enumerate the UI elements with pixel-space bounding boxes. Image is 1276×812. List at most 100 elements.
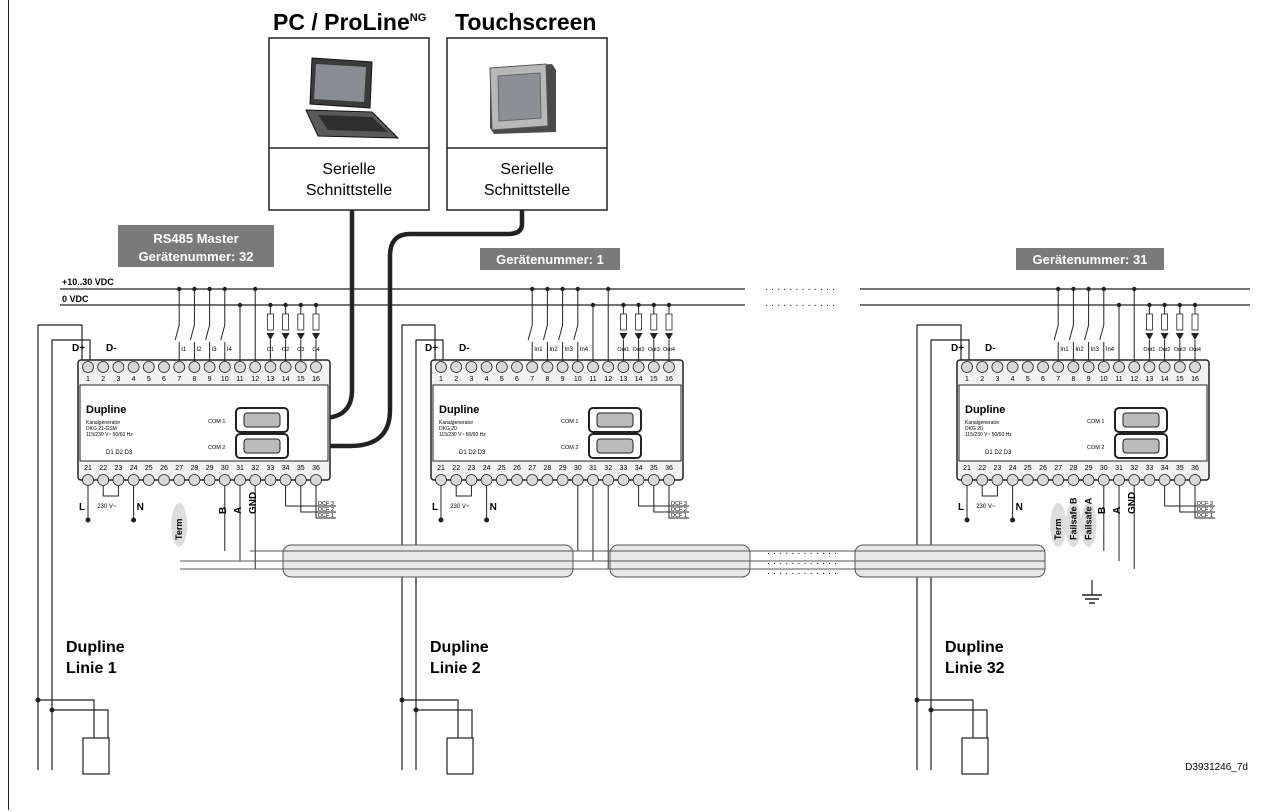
output-led-icon xyxy=(619,333,628,340)
load-wire xyxy=(402,699,459,738)
terminal-top-number: 6 xyxy=(515,376,519,383)
terminal-top-number: 4 xyxy=(1011,376,1015,383)
input-switch xyxy=(558,324,564,341)
dupline-line-title: Dupline xyxy=(66,639,125,656)
terminal-top xyxy=(234,361,246,373)
rs485-cable: · · · · · · · · · · · · · · · · · · · · … xyxy=(180,544,1046,579)
bus-label: B xyxy=(1097,507,1108,514)
terminal-top xyxy=(465,361,478,373)
terminal-bottom xyxy=(1097,474,1110,486)
terminal-top-number: 9 xyxy=(1087,376,1091,383)
load-wire xyxy=(416,709,473,738)
terminal-top xyxy=(647,361,660,373)
wire-junction xyxy=(1177,302,1183,308)
output-led-icon xyxy=(1191,333,1199,340)
terminal-top xyxy=(556,361,569,373)
terminal-bottom-number: 21 xyxy=(437,465,445,472)
terminal-bottom xyxy=(435,474,447,486)
terminal-top-number: 12 xyxy=(604,376,612,383)
input-switch xyxy=(527,324,533,341)
wire-junction xyxy=(606,286,611,292)
wire-junction xyxy=(313,302,319,308)
terminal-bottom xyxy=(142,474,155,486)
terminal-top xyxy=(1143,361,1156,373)
dcf-label: DCF 1 xyxy=(1197,513,1213,519)
terminal-bottom xyxy=(264,474,277,486)
terminal-top xyxy=(617,361,630,373)
touch-port-line2: Schnittstelle xyxy=(484,182,570,199)
wire-junction xyxy=(590,302,596,308)
cable-dots-3: · · · · · · · · · · · · xyxy=(767,568,838,579)
output-resistor xyxy=(1146,313,1153,331)
terminal-top xyxy=(112,361,125,373)
rail-dots-bottom: · · · · · · · · · · · · xyxy=(765,300,836,311)
terminal-bottom-number: 35 xyxy=(1176,465,1184,472)
output-label: Out4 xyxy=(663,347,675,353)
terminal-top-number: 7 xyxy=(530,376,534,383)
com2-connector xyxy=(1122,438,1160,454)
wire-junction xyxy=(1147,302,1152,308)
term-resistor-mark xyxy=(1065,503,1082,547)
dcf-label: DCF 2 xyxy=(1197,507,1213,513)
output-label: O3 xyxy=(297,347,304,353)
wire-junction xyxy=(575,286,580,292)
wire-junction xyxy=(636,302,641,308)
load-wire xyxy=(917,699,974,738)
terminal-bottom xyxy=(1067,474,1080,486)
cable-dots-1: · · · · · · · · · · · · xyxy=(767,548,838,559)
wire-junction xyxy=(298,302,303,308)
input-switch xyxy=(1084,324,1090,341)
tag-device-1: Gerätenummer: 1 xyxy=(480,248,620,270)
terminal-bottom-number: 31 xyxy=(1115,465,1123,472)
module-brand: Dupline xyxy=(965,404,1005,416)
terminal-bottom-number: 28 xyxy=(191,465,199,472)
terminal-bottom-number: 27 xyxy=(528,465,536,472)
load-device xyxy=(961,737,989,775)
terminal-top xyxy=(961,361,973,373)
terminal-bottom xyxy=(617,474,630,486)
cable-dots-2: · · · · · · · · · · · · xyxy=(767,558,838,569)
terminal-bottom xyxy=(1158,474,1171,486)
terminal-top xyxy=(279,361,292,373)
bus-label: A xyxy=(233,507,244,514)
output-resistor xyxy=(312,313,320,331)
terminal-bottom-number: 32 xyxy=(251,465,259,472)
touch-port-line1: Serielle xyxy=(500,161,553,178)
terminal-bottom-number: 32 xyxy=(604,465,612,472)
input-label: In1 xyxy=(1060,347,1069,353)
module-model: DKG 20 xyxy=(965,426,983,432)
module-supply: 115/230 V~ 50/60 Hz xyxy=(86,432,133,438)
terminal-top-number: 5 xyxy=(500,376,504,383)
terminal-top xyxy=(173,361,186,373)
terminal-bottom-number: 30 xyxy=(574,465,582,472)
input-switch xyxy=(542,324,548,341)
terminal-bottom xyxy=(173,474,186,486)
terminal-bottom xyxy=(1052,474,1065,486)
pc-title: PC / ProLineNG xyxy=(273,9,426,35)
terminal-top xyxy=(203,361,216,373)
output-led-icon xyxy=(665,333,673,340)
dupline-line-title: Dupline xyxy=(945,639,1004,656)
terminal-top-number: 1 xyxy=(86,376,90,383)
input-label: In3 xyxy=(565,347,574,353)
module-supply: 115/230 V~ 50/60 Hz xyxy=(439,432,486,438)
terminal-top xyxy=(264,361,277,373)
wire-junction xyxy=(1132,286,1137,292)
output-resistor xyxy=(1176,313,1184,331)
terminal-top-number: 15 xyxy=(650,376,658,383)
tag-device-31: Gerätenummer: 31 xyxy=(1016,248,1164,270)
module-1: D+D-121222323424525626727828929103011311… xyxy=(35,286,336,775)
module-supply: 115/230 V~ 50/60 Hz xyxy=(965,432,1012,438)
dupline-line-number: Linie 32 xyxy=(945,660,1005,677)
pc-port-line2: Schnittstelle xyxy=(306,182,392,199)
module-brand: Dupline xyxy=(86,404,126,416)
diagram-frame xyxy=(8,0,1274,810)
terminal-top xyxy=(1173,361,1186,373)
terminal-bottom xyxy=(188,474,201,486)
output-led-icon xyxy=(634,333,643,340)
input-switch xyxy=(1053,324,1059,341)
terminal-top-number: 12 xyxy=(1130,376,1138,383)
output-led-icon xyxy=(649,333,658,340)
dupline-wire-a xyxy=(37,324,83,770)
terminal-bottom-number: 35 xyxy=(297,465,305,472)
